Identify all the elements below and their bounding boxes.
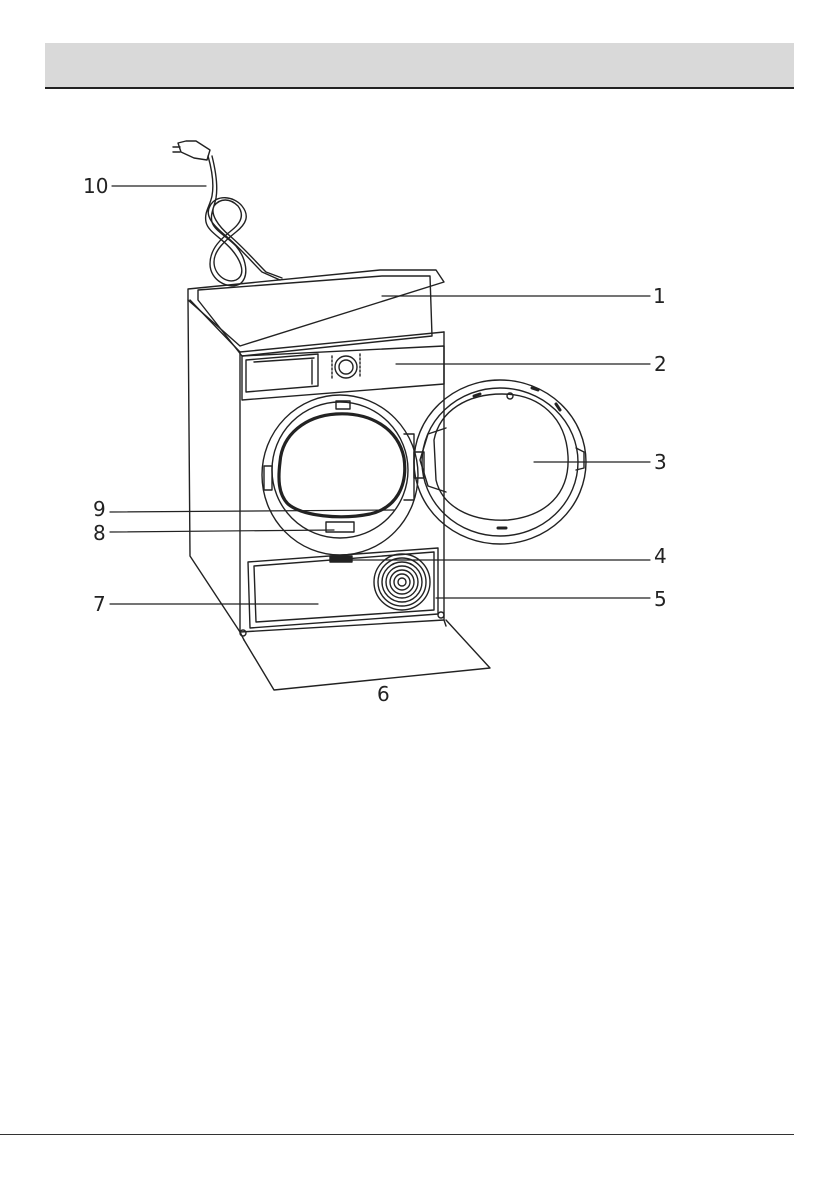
vent-spiral	[374, 554, 430, 610]
callout-3: 3	[654, 450, 667, 474]
leader-lines	[110, 186, 650, 604]
callout-1: 1	[653, 284, 666, 308]
callout-5: 5	[654, 587, 667, 611]
leader-line-8	[110, 530, 334, 532]
callout-9: 9	[93, 497, 106, 521]
callout-7: 7	[93, 592, 106, 616]
power-cord	[173, 141, 282, 286]
callout-6: 6	[377, 682, 390, 706]
leader-line-9	[110, 510, 394, 512]
callout-8: 8	[93, 521, 106, 545]
callout-numbers: 1 2 3 4 5 6 7 8 9 10	[83, 174, 667, 706]
dryer-body	[188, 270, 446, 640]
callout-10: 10	[83, 174, 108, 198]
callout-4: 4	[654, 544, 667, 568]
floor-outline	[244, 620, 490, 690]
footer-rule	[0, 1134, 794, 1135]
callout-2: 2	[654, 352, 667, 376]
